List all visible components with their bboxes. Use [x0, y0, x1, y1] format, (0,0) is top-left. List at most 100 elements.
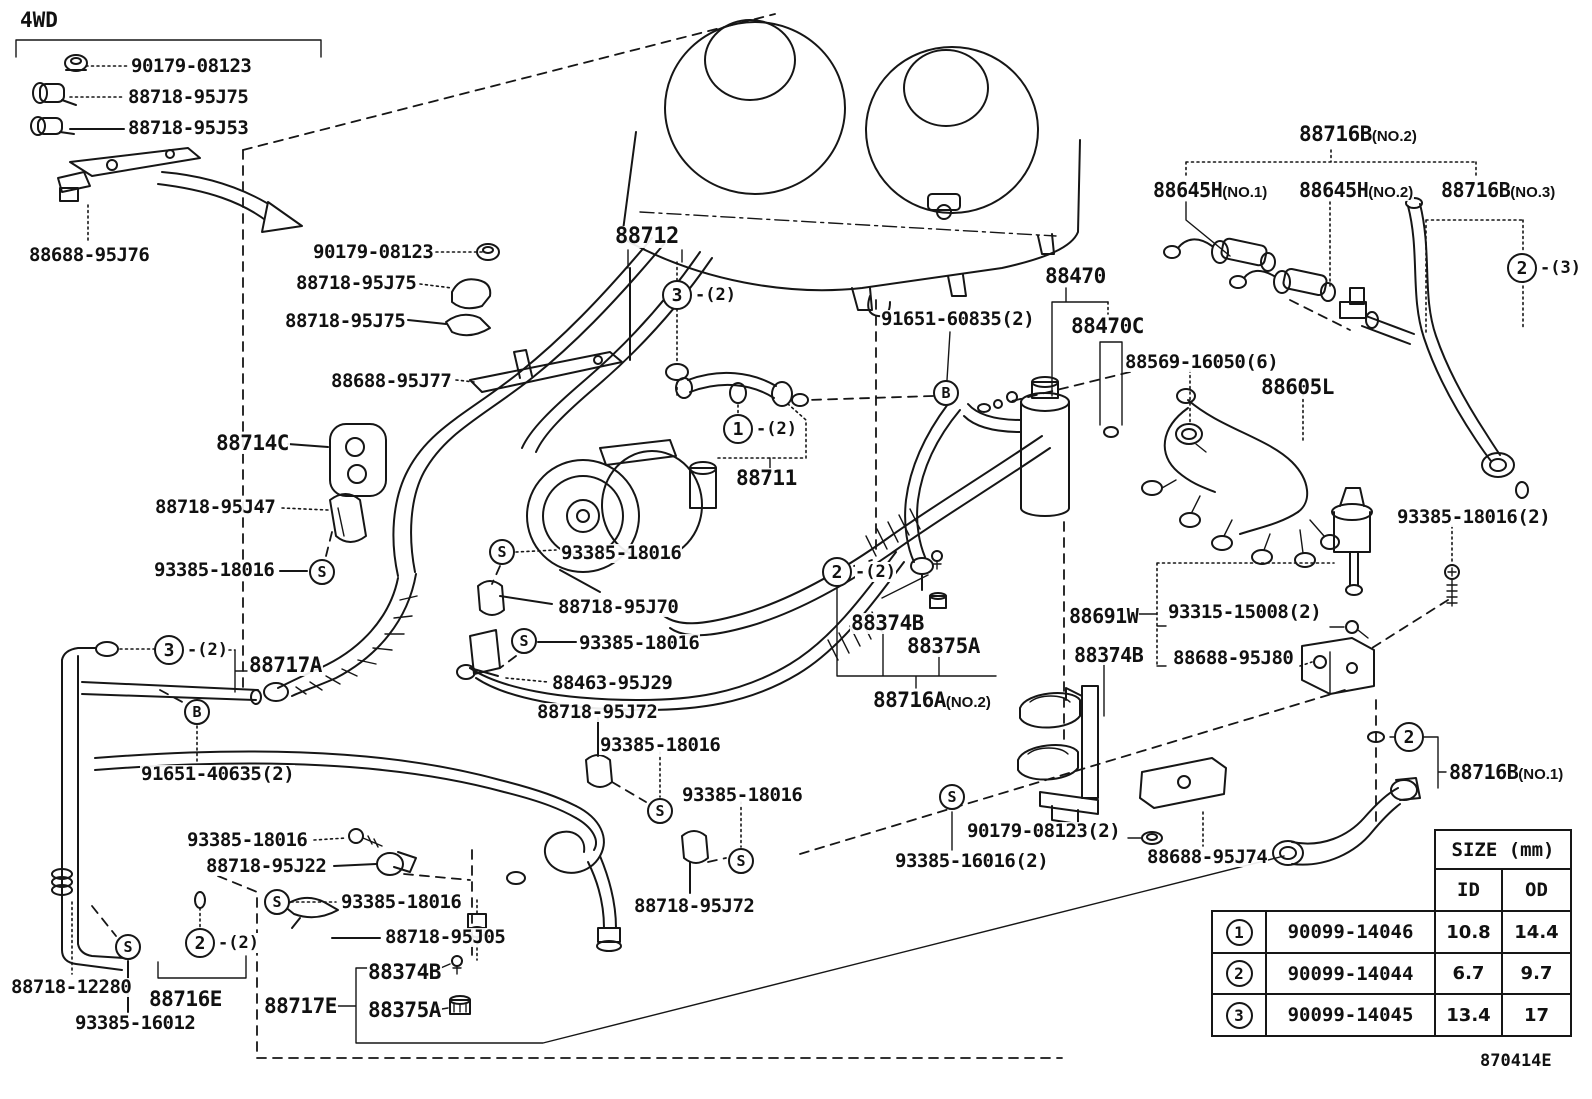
callout-b: B: [933, 380, 959, 406]
table-id-value: 13.4: [1434, 993, 1503, 1037]
direction-arrow: [157, 171, 303, 233]
solenoid-valves: [1163, 237, 1379, 331]
part-label: 88718-95J75: [127, 86, 250, 108]
part-label-suffix: (NO.2): [1368, 184, 1414, 201]
callout-suffix: -(2): [756, 419, 797, 439]
callout-circle: S: [264, 889, 290, 915]
callout-circle: 2: [185, 928, 215, 958]
part-label: 88718-95J75: [284, 310, 407, 332]
part-label: 90179-08123: [130, 55, 253, 77]
pipe-88711: [675, 371, 809, 469]
receiver-drier: [881, 287, 1123, 609]
callout-suffix: -(2): [695, 285, 736, 305]
part-label: 88645H(NO.2): [1298, 178, 1415, 202]
size-table-col-id: ID: [1434, 868, 1503, 912]
table-id-value: 6.7: [1434, 952, 1503, 995]
callout-circle: 2: [1394, 722, 1424, 752]
part-label: 88718-95J72: [633, 895, 756, 917]
part-label: 88375A: [367, 998, 442, 1022]
callout-s: S: [264, 889, 290, 915]
table-row-badge: 3: [1211, 993, 1267, 1037]
callout-circle: S: [511, 628, 537, 654]
part-label: 88645H(NO.1): [1152, 178, 1269, 202]
part-label: 88691W: [1068, 604, 1140, 628]
part-label: 88718-12280: [10, 976, 133, 998]
part-label: 93385-18016: [560, 542, 683, 564]
table-od-value: 14.4: [1501, 910, 1572, 954]
callout-s: S: [728, 848, 754, 874]
part-label: 93385-18016: [340, 891, 463, 913]
part-label: 88605L: [1260, 375, 1335, 399]
part-label: 93385-18016(2): [1396, 506, 1552, 528]
callout-circle: B: [184, 699, 210, 725]
pipe-88712-callout-lines: [627, 249, 689, 399]
part-label: 88716B(NO.2): [1298, 122, 1418, 146]
part-label: 88718-95J47: [154, 496, 277, 518]
table-od-value: 9.7: [1501, 952, 1572, 995]
callout-suffix: -(2): [218, 933, 259, 953]
part-label: 88688-95J74: [1146, 846, 1269, 868]
callout-3: 3-(2): [662, 280, 736, 310]
part-label: 93385-16016(2): [894, 850, 1050, 872]
part-label: 88718-95J70: [557, 596, 680, 618]
part-label-suffix: (NO.3): [1510, 184, 1556, 201]
table-part-number: 90099-14046: [1265, 910, 1436, 954]
part-label-suffix: (NO.2): [945, 694, 991, 711]
table-row-badge: 2: [1211, 952, 1267, 995]
part-label: 88716B(NO.3): [1440, 178, 1557, 202]
callout-circle: 2: [1507, 253, 1537, 283]
clamp-stack: [951, 685, 1227, 851]
part-label: 88718-95J72: [536, 701, 659, 723]
part-label: 88374B: [367, 960, 442, 984]
front-clamp-parts: [30, 54, 201, 244]
part-label: 88688-95J76: [28, 244, 151, 266]
center-clamps: [469, 549, 742, 894]
topright-brackets: [1185, 149, 1524, 333]
part-label: 91651-60835(2): [880, 308, 1036, 330]
part-label: 88718-95J75: [295, 272, 418, 294]
drive-type-label: 4WD: [20, 8, 58, 32]
part-label: 88374B: [850, 611, 925, 635]
callout-1: 1-(2): [723, 414, 797, 444]
callout-circle: B: [933, 380, 959, 406]
callout-2: 2: [1394, 722, 1424, 752]
ribbed-hose: [250, 573, 418, 705]
callout-s: S: [647, 798, 673, 824]
part-label-suffix: (NO.1): [1518, 766, 1564, 783]
table-part-number: 90099-14045: [1265, 993, 1436, 1037]
part-label: 88716E: [148, 987, 223, 1011]
wire-harness: [1007, 369, 1340, 568]
ac-unit: [621, 19, 1081, 318]
size-table-col-od: OD: [1501, 868, 1572, 912]
callout-circle: S: [647, 798, 673, 824]
callout-circle: S: [728, 848, 754, 874]
part-label: 88717E: [263, 994, 338, 1018]
part-label: 93385-16012: [74, 1012, 197, 1034]
part-label: 88688-95J77: [330, 370, 453, 392]
callout-circle: S: [115, 934, 141, 960]
pad-and-clamps: [279, 423, 387, 572]
callout-suffix: -(2): [187, 640, 228, 660]
table-part-number: 90099-14044: [1265, 952, 1436, 995]
callout-2: 2-(2): [822, 557, 896, 587]
callout-2: 2-(3): [1507, 253, 1581, 283]
center-leaders: [807, 331, 951, 401]
lower-pipes: [61, 647, 622, 971]
table-od-value: 17: [1501, 993, 1572, 1037]
callout-circle: S: [309, 559, 335, 585]
part-label: 93385-18016: [578, 632, 701, 654]
callout-circle: S: [489, 539, 515, 565]
callout-suffix: -(2): [855, 562, 896, 582]
callout-s: S: [115, 934, 141, 960]
right-tube: [1361, 197, 1529, 499]
table-row-badge: 1: [1211, 910, 1267, 954]
part-label: 88717A: [248, 653, 323, 677]
part-label-suffix: (NO.1): [1222, 184, 1268, 201]
table-badge-circle: 2: [1225, 960, 1253, 987]
table-badge-circle: 3: [1225, 1001, 1253, 1029]
callout-suffix: -(3): [1540, 258, 1581, 278]
part-label: 88463-95J29: [551, 672, 674, 694]
callout-circle: 3: [154, 635, 184, 665]
